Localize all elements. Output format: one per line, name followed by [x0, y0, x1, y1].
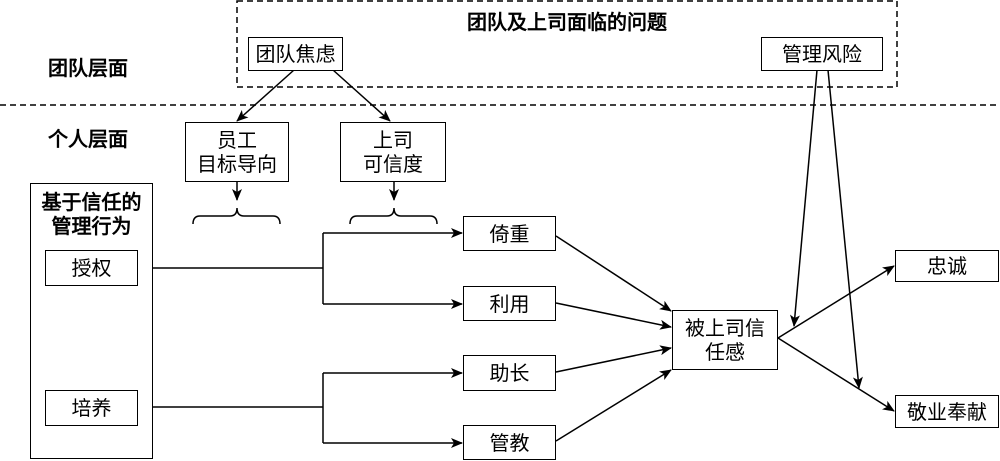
- level-label-team: 团队层面: [48, 56, 128, 80]
- node-empower: 授权: [45, 250, 138, 286]
- node-label-line2: 可信度: [363, 152, 423, 176]
- node-label: 管教: [489, 430, 530, 455]
- team-region-dashed-box: [236, 0, 898, 88]
- edge-discipline-trust: [555, 369, 672, 442]
- node-label: 培养: [71, 396, 112, 420]
- edge-risk-loyalty-path: [790, 69, 818, 327]
- brace-cred: [349, 207, 438, 225]
- node-label: 管理风险: [782, 42, 862, 66]
- node-label: 利用: [489, 291, 530, 316]
- node-management-risk: 管理风险: [761, 37, 883, 71]
- node-label-line1: 员工: [217, 128, 257, 152]
- node-label: 敬业奉献: [907, 399, 987, 424]
- edge-indulge-trust: [555, 345, 672, 373]
- edge-rely-trust: [555, 235, 672, 312]
- node-label: 倚重: [489, 221, 530, 246]
- level-label-individual: 个人层面: [48, 127, 128, 151]
- node-employee-goal: 员工 目标导向: [185, 122, 289, 182]
- node-loyalty: 忠诚: [895, 250, 999, 282]
- node-label: 团队焦虑: [255, 42, 336, 66]
- node-felt-trust: 被上司信 任感: [672, 310, 778, 370]
- edge-use-trust: [555, 302, 672, 330]
- node-team-anxiety: 团队焦虑: [248, 37, 343, 71]
- edge-trust-loyalty: [777, 265, 895, 339]
- node-use: 利用: [463, 286, 556, 321]
- group-title-line1: 基于信任的: [41, 190, 142, 214]
- node-indulge: 助长: [463, 355, 556, 391]
- edge-anxiety-cred: [332, 69, 391, 122]
- node-label: 忠诚: [927, 254, 967, 278]
- node-discipline: 管教: [463, 425, 556, 460]
- team-region-title: 团队及上司面临的问题: [467, 10, 667, 34]
- node-label-line2: 任感: [705, 340, 745, 364]
- group-title-line2: 管理行为: [51, 214, 132, 238]
- node-label-line2: 目标导向: [197, 152, 277, 176]
- edge-anxiety-goal: [236, 69, 295, 122]
- brace-goal: [192, 207, 281, 225]
- node-label-line1: 被上司信: [685, 316, 765, 340]
- node-label-line1: 上司: [373, 128, 413, 152]
- edge-risk-dedication-path: [827, 69, 863, 389]
- node-label: 助长: [489, 361, 530, 385]
- edge-trust-dedication: [777, 337, 895, 412]
- node-rely: 倚重: [463, 216, 556, 251]
- node-cultivate: 培养: [45, 390, 138, 426]
- node-dedication: 敬业奉献: [895, 395, 999, 428]
- node-label: 授权: [71, 256, 112, 280]
- node-supervisor-credibility: 上司 可信度: [340, 122, 446, 182]
